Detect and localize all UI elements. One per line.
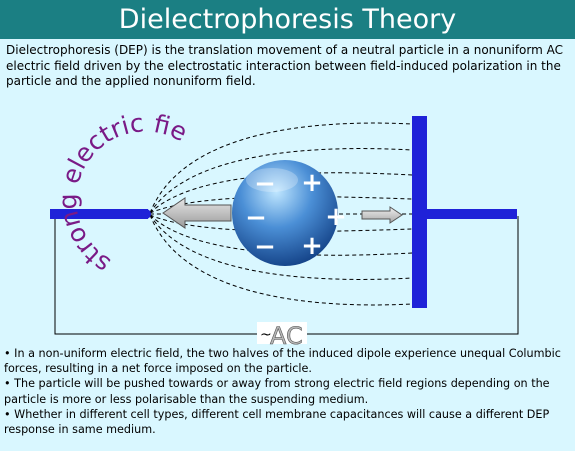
field-line [149,122,413,214]
field-line [149,214,413,232]
negative-charge: − [254,232,276,262]
negative-charge: − [254,169,276,199]
large-force-arrow-left [162,197,232,229]
induced-charges: − + − + − + [245,168,347,262]
positive-charge: + [301,231,323,261]
ac-source-box [257,322,307,344]
intro-paragraph: Dielectrophoresis (DEP) is the translati… [6,43,563,88]
particle-highlight [246,168,298,192]
positive-charge: + [301,168,323,198]
negative-charge: − [245,203,267,233]
field-line [149,214,413,306]
ac-label: AC [270,322,303,350]
bullet-list: • In a non-uniform electric field, the t… [4,346,572,437]
small-force-arrow-right [361,206,403,224]
bullet-item: • The particle will be pushed towards or… [4,377,550,406]
field-line [149,214,413,280]
slide-title: Dielectrophoresis Theory [118,4,457,35]
positive-charge: + [325,202,347,232]
point-electrode-bar [50,209,148,219]
plate-electrode-bar [412,116,427,308]
electrode-tip [141,209,151,219]
dep-diagram: − + − + − + strong electric field ~ AC [0,100,519,350]
field-line [149,148,413,214]
ac-symbol: ~ [260,327,272,343]
title-bar: Dielectrophoresis Theory [0,0,575,39]
bullet-item: • Whether in different cell types, diffe… [4,407,550,437]
bullet-item: • In a non-uniform electric field, the t… [4,347,561,376]
plate-electrode-arm [427,209,517,219]
particle-sphere [232,160,338,266]
strong-field-label: strong electric field [0,100,192,279]
